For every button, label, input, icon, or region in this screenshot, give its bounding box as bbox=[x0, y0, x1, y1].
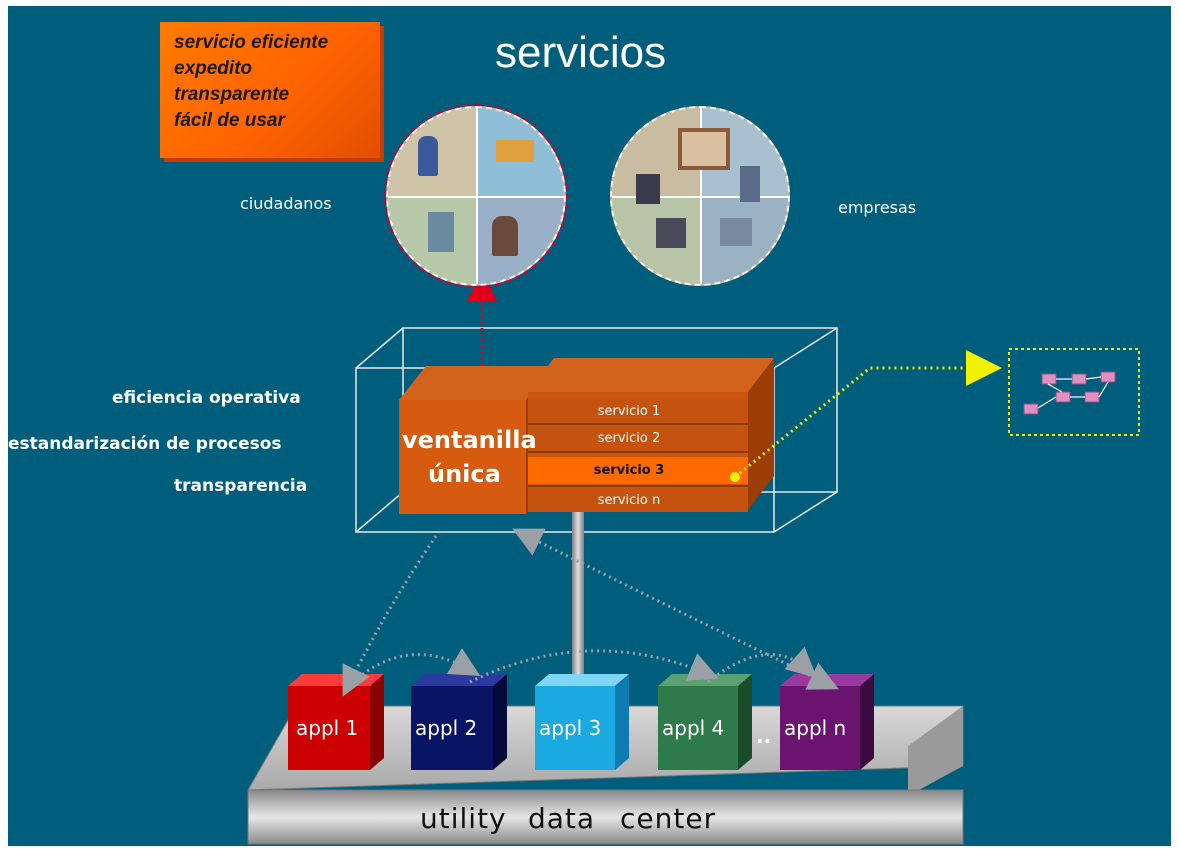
service-1-band bbox=[528, 399, 748, 423]
quality-line-2: expedito bbox=[174, 58, 253, 79]
appl-2-label: appl 2 bbox=[415, 716, 478, 740]
workflow-link bbox=[734, 350, 1002, 479]
quality-line-1: servicio eficiente bbox=[174, 32, 329, 53]
service-stack bbox=[528, 358, 774, 512]
service-3-label: servicio 3 bbox=[593, 463, 665, 478]
integration-links bbox=[342, 528, 839, 697]
service-n-label: servicio n bbox=[597, 493, 661, 508]
benefit-process-standardization: estandarización de procesos bbox=[8, 434, 282, 454]
appl-3-label: appl 3 bbox=[539, 716, 602, 740]
diagram-graphics bbox=[247, 271, 1140, 845]
platform-word-center: center bbox=[620, 802, 717, 835]
single-window-line-2: única bbox=[428, 460, 501, 488]
citizens-illustration bbox=[384, 104, 568, 288]
qualities-box: servicio eficiente expedito transparente… bbox=[160, 22, 380, 158]
platform-word-utility: utility bbox=[420, 802, 507, 835]
service-1-label: servicio 1 bbox=[597, 404, 661, 419]
quality-line-4: fácil de usar bbox=[174, 110, 285, 131]
single-window-line-1: ventanilla bbox=[402, 426, 537, 454]
ellipsis-label: .. bbox=[756, 724, 772, 748]
workflow-diagram bbox=[1008, 348, 1140, 436]
appl-cube-2 bbox=[411, 674, 507, 770]
service-2-band bbox=[528, 426, 748, 450]
benefit-transparency: transparencia bbox=[174, 476, 308, 496]
service-2-label: servicio 2 bbox=[597, 431, 661, 446]
service-n-band bbox=[528, 488, 748, 512]
appl-n-label: appl n bbox=[784, 716, 847, 740]
slide: servicios servicio eficiente expedito tr… bbox=[8, 6, 1171, 846]
benefit-operational-efficiency: eficiencia operativa bbox=[112, 388, 301, 408]
platform-word-data: data bbox=[528, 802, 596, 835]
quality-line-3: transparente bbox=[174, 84, 290, 105]
appl-1-label: appl 1 bbox=[296, 716, 359, 740]
appl-4-label: appl 4 bbox=[662, 716, 725, 740]
citizens-label: ciudadanos bbox=[240, 194, 332, 213]
connector-pole bbox=[572, 508, 584, 688]
service-3-band bbox=[528, 457, 748, 484]
companies-label: empresas bbox=[838, 198, 917, 217]
companies-illustration bbox=[610, 106, 790, 286]
appl-cube-n bbox=[780, 674, 874, 770]
